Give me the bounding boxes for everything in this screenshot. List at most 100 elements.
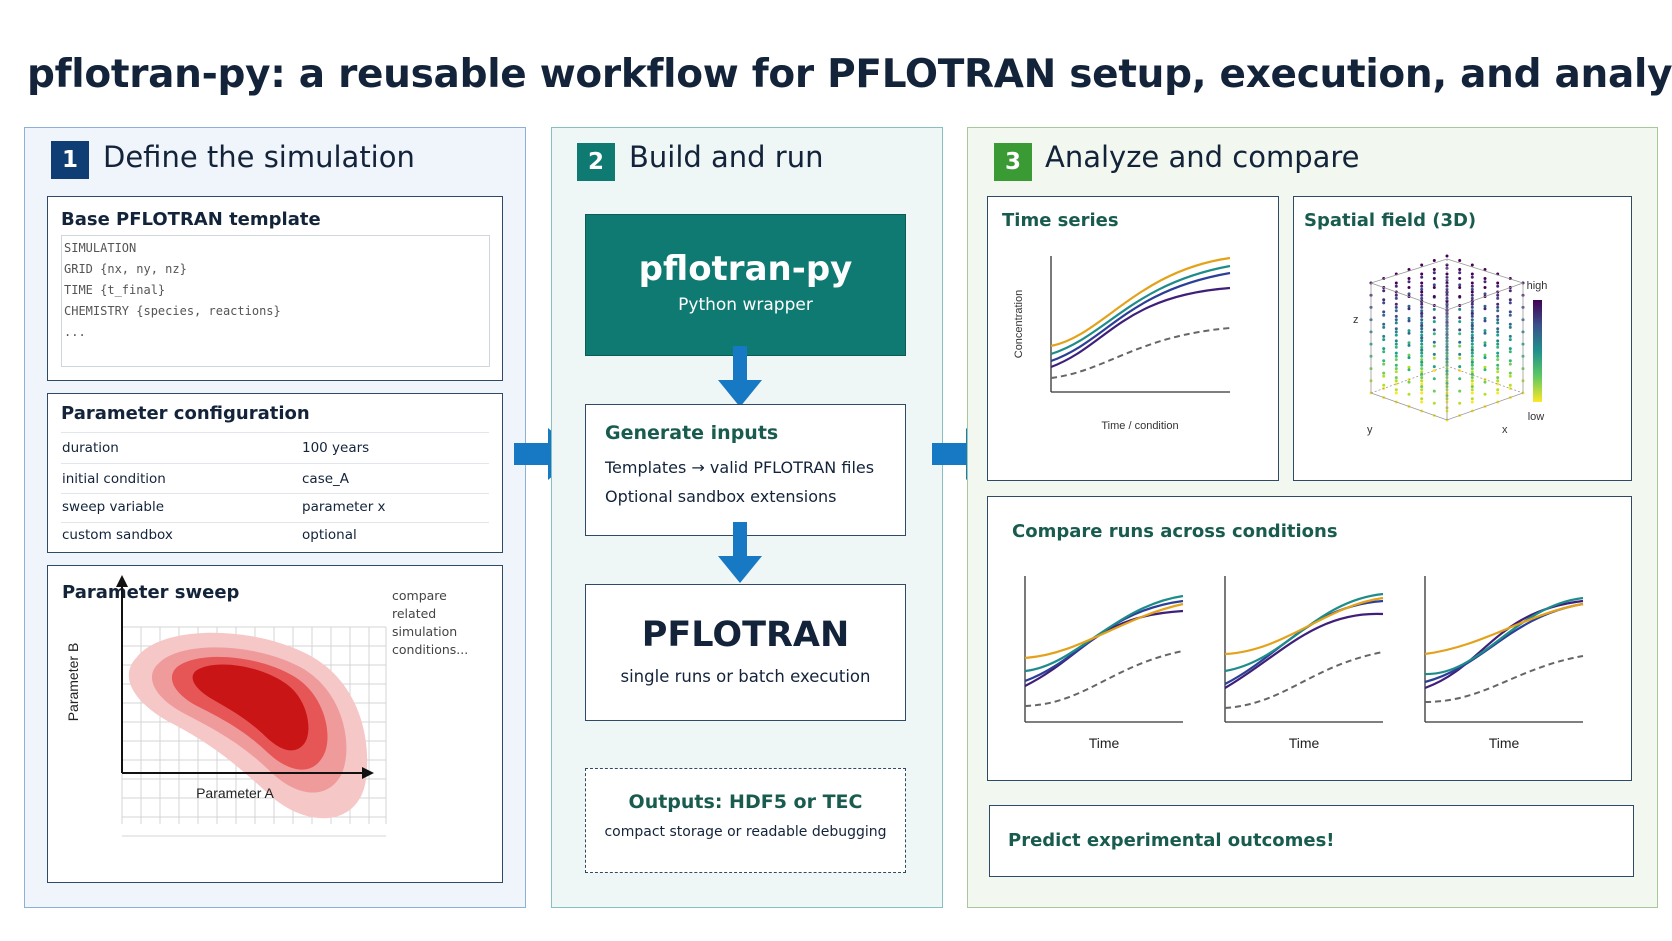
- spatial-dot: [1420, 305, 1424, 309]
- spatial-dot: [1420, 397, 1424, 401]
- predict-card: [989, 805, 1634, 877]
- step2-title: Build and run: [629, 140, 824, 174]
- spatial-dot: [1508, 338, 1512, 342]
- svg-text:compare: compare: [392, 588, 447, 603]
- spatial-dot: [1407, 286, 1411, 289]
- param-key: duration: [62, 440, 119, 456]
- flow-arrow-wrapper-to-generate: [718, 346, 762, 407]
- spatial-dot: [1470, 367, 1474, 371]
- spatial-dot: [1407, 392, 1411, 396]
- spatial-dot: [1420, 321, 1424, 325]
- spatial-dot: [1496, 318, 1500, 322]
- spatial-dot: [1420, 400, 1424, 404]
- time-series-plot: Time / condition Concentration: [1013, 256, 1231, 432]
- spatial-dot: [1508, 313, 1512, 317]
- spatial-dot: [1382, 313, 1386, 317]
- spatial-dot: [1470, 263, 1474, 267]
- code-line: CHEMISTRY {species, reactions}: [64, 304, 281, 318]
- spatial-dot: [1496, 293, 1500, 297]
- time-series-ylabel: Concentration: [1013, 290, 1025, 359]
- spatial-cube-edges: [1369, 258, 1525, 421]
- spatial-dot: [1458, 352, 1462, 356]
- pflotran-engine-card: PFLOTRAN single runs or batch execution: [585, 584, 906, 721]
- spatial-dot: [1394, 327, 1398, 331]
- spatial-dot: [1496, 342, 1500, 346]
- spatial-dot: [1432, 352, 1436, 356]
- spatial-dot: [1470, 275, 1474, 279]
- param-config-card: [47, 393, 503, 553]
- spatial-dot: [1382, 347, 1386, 351]
- spatial-dot: [1508, 383, 1512, 387]
- spatial-dot: [1420, 311, 1424, 315]
- series-dashed: [1050, 327, 1231, 379]
- spatial-dot: [1394, 302, 1398, 306]
- spatial-dot: [1394, 281, 1398, 285]
- spatial-dot: [1407, 356, 1411, 360]
- spatial-dot: [1394, 330, 1398, 334]
- spatial-dot: [1407, 316, 1411, 320]
- spatial-dot: [1394, 363, 1398, 367]
- spatial-dot: [1445, 254, 1449, 258]
- spatial-dot: [1483, 304, 1487, 308]
- spatial-dot: [1432, 316, 1436, 320]
- sweep-note: compare related simulation conditions...: [392, 588, 468, 657]
- wrapper-name: pflotran-py: [638, 249, 853, 289]
- spatial-dot: [1458, 377, 1462, 381]
- spatial-dot: [1458, 286, 1462, 289]
- param-key: initial condition: [62, 471, 166, 487]
- template-code: SIMULATION GRID {nx, ny, nz} TIME {t_fin…: [61, 235, 490, 367]
- spatial-dot: [1470, 272, 1474, 276]
- spatial-dot: [1394, 370, 1398, 374]
- spatial-dot: [1407, 380, 1411, 384]
- spatial-dot: [1470, 327, 1474, 331]
- spatial-dot: [1470, 293, 1474, 297]
- spatial-dot: [1470, 314, 1474, 318]
- step1-number-badge: 1: [51, 141, 89, 179]
- spatial-dot: [1420, 275, 1424, 279]
- compare-plot-2: Time: [1224, 576, 1384, 751]
- spatial-dot: [1394, 305, 1398, 309]
- spatial-dot: [1445, 275, 1449, 279]
- spatial-dot: [1407, 277, 1411, 280]
- spatial-dot: [1496, 363, 1500, 367]
- spatial-dot: [1407, 368, 1411, 372]
- series-blue: [1050, 271, 1231, 363]
- spatial-dot: [1420, 296, 1424, 300]
- spatial-dot: [1382, 289, 1386, 293]
- spatial-dot: [1420, 330, 1424, 334]
- spatial-dot: [1470, 391, 1474, 395]
- spatial-dot: [1470, 397, 1474, 401]
- spatial-dot: [1483, 341, 1487, 345]
- spatial-dot: [1483, 277, 1487, 280]
- spatial-dot: [1382, 338, 1386, 342]
- spatial-dot: [1394, 318, 1398, 322]
- spatial-dot: [1496, 327, 1500, 331]
- spatial-dot: [1420, 348, 1424, 352]
- spatial-dot: [1458, 344, 1462, 348]
- spatial-dot: [1382, 350, 1386, 354]
- svg-text:related: related: [392, 606, 436, 621]
- spatial-dot: [1508, 347, 1512, 351]
- predict-text: Predict experimental outcomes!: [1008, 830, 1335, 851]
- spatial-dot: [1432, 268, 1436, 271]
- axis-y-label: y: [1367, 424, 1373, 436]
- spatial-dot: [1432, 307, 1436, 311]
- spatial-dot: [1407, 331, 1411, 335]
- spatial-dot: [1407, 341, 1411, 345]
- spatial-dot: [1407, 268, 1411, 271]
- spatial-dot: [1420, 290, 1424, 294]
- spatial-dot: [1483, 292, 1487, 296]
- spatial-dot: [1496, 296, 1500, 300]
- spatial-dot: [1458, 283, 1462, 287]
- spatial-dot: [1382, 325, 1386, 329]
- spatial-dot: [1420, 336, 1424, 340]
- spatial-dot: [1394, 314, 1398, 318]
- colorbar: [1533, 300, 1542, 402]
- spatial-dot: [1420, 263, 1424, 267]
- spatial-dot: [1483, 368, 1487, 372]
- spatial-dot: [1407, 329, 1411, 333]
- outputs-card: Outputs: HDF5 or TEC compact storage or …: [585, 768, 906, 873]
- spatial-dot: [1394, 284, 1398, 288]
- spatial-dot: [1470, 321, 1474, 325]
- spatial-dot: [1508, 322, 1512, 326]
